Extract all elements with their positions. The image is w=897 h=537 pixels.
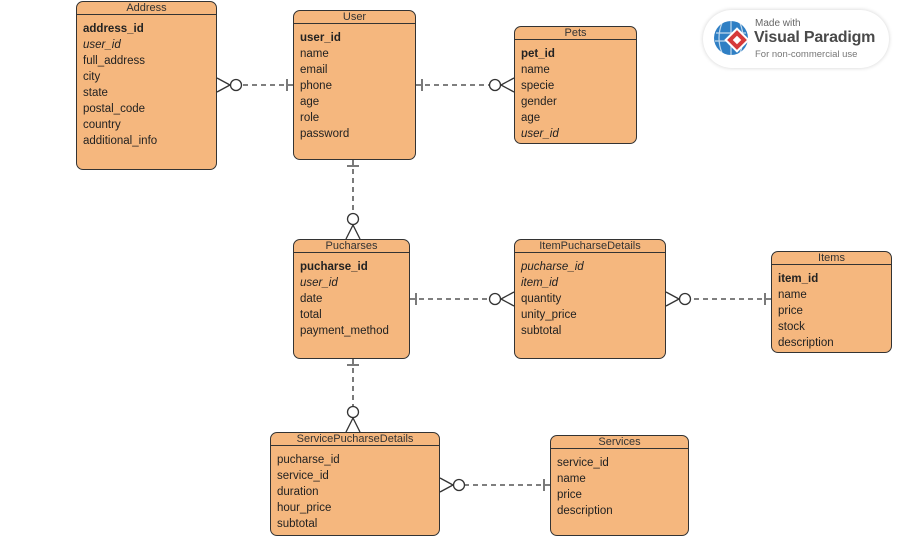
primary-key-attribute: pet_id — [521, 48, 555, 60]
attribute: unity_price — [521, 309, 577, 321]
relationship-services-servicedetails — [439, 477, 550, 493]
attribute: pucharse_id — [277, 454, 340, 466]
attribute: stock — [778, 321, 805, 333]
attribute: duration — [277, 486, 319, 498]
visual-paradigm-logo-icon — [714, 21, 750, 55]
attribute: city — [83, 71, 101, 83]
relationship-pucharses-itemdetails — [410, 291, 515, 307]
attribute: name — [521, 64, 550, 76]
attribute: service_id — [557, 457, 609, 469]
attribute: additional_info — [83, 135, 158, 147]
attribute: password — [300, 128, 350, 140]
foreign-key-attribute: user_id — [83, 39, 121, 51]
attribute: hour_price — [277, 502, 332, 514]
attribute: name — [778, 289, 807, 301]
entity-title: Pucharses — [294, 240, 409, 253]
primary-key-attribute: pucharse_id — [300, 261, 368, 273]
watermark-made-with: Made with — [755, 18, 801, 29]
relationship-pucharses-servicedetails — [345, 359, 361, 433]
foreign-key-attribute: item_id — [521, 277, 559, 289]
attribute: payment_method — [300, 325, 389, 337]
attribute: role — [300, 112, 320, 124]
attribute: state — [83, 87, 108, 99]
entity-title: Address — [77, 2, 216, 15]
attribute: quantity — [521, 293, 562, 305]
visual-paradigm-watermark: Made with Visual Paradigm For non-commer… — [703, 10, 889, 68]
attribute: full_address — [83, 55, 146, 67]
relationship-user-pucharses — [345, 160, 361, 240]
entity-title: Items — [772, 252, 891, 265]
primary-key-attribute: address_id — [83, 23, 144, 35]
entity-title: ItemPucharseDetails — [515, 240, 665, 253]
attribute: subtotal — [521, 325, 562, 337]
relationship-user-pets — [416, 77, 515, 93]
watermark-brand: Visual Paradigm — [754, 29, 876, 46]
relationship-items-itemdetails — [665, 291, 771, 307]
entity-title: User — [294, 11, 415, 24]
attribute: date — [300, 293, 323, 305]
attribute: description — [557, 505, 613, 517]
attribute: age — [300, 96, 320, 108]
watermark-note: For non-commercial use — [755, 49, 858, 60]
relationship-user-address — [216, 77, 293, 93]
attribute: price — [557, 489, 582, 501]
attribute: specie — [521, 80, 555, 92]
attribute: subtotal — [277, 518, 318, 530]
foreign-key-attribute: user_id — [300, 277, 338, 289]
attribute: age — [521, 112, 541, 124]
entity-title: Services — [551, 436, 688, 449]
attribute: gender — [521, 96, 557, 108]
primary-key-attribute: item_id — [778, 273, 819, 285]
primary-key-attribute: user_id — [300, 32, 341, 44]
attribute: service_id — [277, 470, 329, 482]
attribute: description — [778, 337, 834, 349]
attribute: country — [83, 119, 121, 131]
attribute: phone — [300, 80, 332, 92]
attribute: name — [300, 48, 329, 60]
entity-title: Pets — [515, 27, 636, 40]
attribute: email — [300, 64, 328, 76]
foreign-key-attribute: user_id — [521, 128, 559, 140]
attribute: price — [778, 305, 803, 317]
foreign-key-attribute: pucharse_id — [521, 261, 584, 273]
attribute: postal_code — [83, 103, 146, 115]
entity-title: ServicePucharseDetails — [271, 433, 439, 446]
attribute: total — [300, 309, 322, 321]
attribute: name — [557, 473, 586, 485]
